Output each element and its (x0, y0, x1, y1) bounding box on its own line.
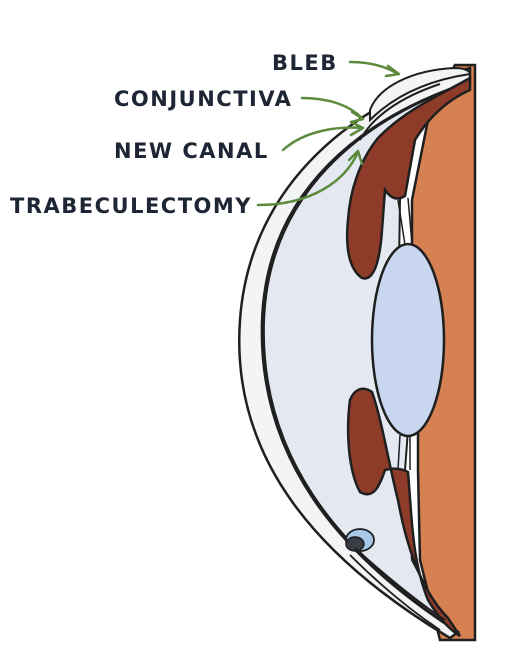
label-trabeculectomy: TRABECULECTOMY (10, 194, 252, 218)
upper-iris (345, 75, 472, 280)
lower-sclera-lines (349, 547, 446, 631)
zonule-lower (397, 434, 411, 471)
bleb-bump (369, 66, 472, 123)
arrow-new-canal (281, 120, 365, 152)
label-bleb: BLEB (272, 51, 338, 75)
lens (370, 242, 446, 438)
conjunctiva-flap (359, 83, 441, 141)
label-new-canal: NEW CANAL (114, 139, 269, 163)
arrow-conjunctiva (300, 96, 365, 124)
arrow-trabeculectomy (256, 149, 364, 207)
anterior-chamber (262, 87, 456, 623)
arrow-bleb (348, 60, 401, 78)
label-conjunctiva: CONJUNCTIVA (114, 87, 292, 111)
zonule-upper (397, 197, 413, 246)
trabecular-nub-inner (345, 536, 365, 552)
lower-iris (346, 387, 462, 638)
